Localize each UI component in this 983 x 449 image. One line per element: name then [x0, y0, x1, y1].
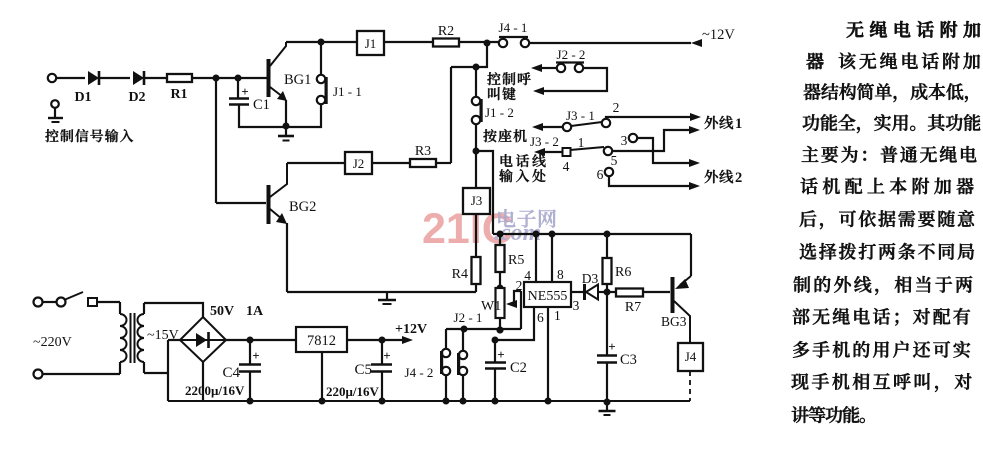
- svg-text:6: 6: [537, 310, 544, 325]
- svg-text:50V: 50V: [210, 304, 234, 319]
- svg-text:+12V: +12V: [395, 322, 427, 337]
- svg-text:1: 1: [735, 116, 742, 132]
- svg-text:3: 3: [573, 298, 580, 313]
- svg-text:7812: 7812: [307, 333, 336, 349]
- svg-text:2: 2: [735, 170, 742, 186]
- svg-text:J4 - 2: J4 - 2: [405, 365, 434, 380]
- svg-text:2: 2: [613, 100, 620, 115]
- svg-text:W1: W1: [481, 299, 501, 314]
- svg-text:J3 - 2: J3 - 2: [530, 134, 559, 149]
- svg-text:8: 8: [557, 267, 564, 282]
- svg-text:J3: J3: [471, 193, 483, 208]
- svg-text:~220V: ~220V: [33, 335, 72, 350]
- svg-text:1: 1: [554, 308, 561, 323]
- svg-text:1: 1: [578, 135, 585, 150]
- svg-text:+: +: [252, 348, 259, 363]
- svg-text:BG1: BG1: [284, 72, 311, 88]
- svg-text:C5: C5: [354, 362, 372, 378]
- svg-text:C2: C2: [510, 360, 527, 376]
- svg-text:R5: R5: [508, 253, 524, 268]
- svg-text:2200μ/16V: 2200μ/16V: [185, 383, 245, 398]
- svg-text:J2 - 1: J2 - 1: [454, 310, 483, 325]
- svg-text:D3: D3: [582, 271, 599, 286]
- svg-text:C3: C3: [620, 352, 637, 368]
- svg-text:D2: D2: [128, 90, 145, 105]
- svg-text:NE555: NE555: [528, 289, 568, 304]
- svg-text:BG3: BG3: [661, 314, 687, 329]
- svg-text:4: 4: [563, 159, 570, 174]
- svg-text:R3: R3: [415, 144, 431, 159]
- svg-text:+: +: [608, 339, 615, 354]
- svg-text:~12V: ~12V: [702, 27, 735, 43]
- svg-text:J4 - 1: J4 - 1: [499, 20, 528, 35]
- svg-text:+: +: [241, 84, 248, 99]
- svg-text:J1 - 2: J1 - 2: [485, 105, 514, 120]
- svg-text:J2 - 2: J2 - 2: [557, 47, 586, 62]
- svg-text:R6: R6: [615, 265, 631, 280]
- svg-text:220μ/16V: 220μ/16V: [326, 384, 379, 399]
- svg-text:2: 2: [516, 278, 523, 293]
- svg-text:R2: R2: [438, 24, 454, 39]
- svg-text:J1: J1: [365, 36, 377, 51]
- svg-text:R7: R7: [625, 300, 641, 315]
- svg-text:+: +: [383, 348, 390, 363]
- svg-text:3: 3: [621, 133, 628, 148]
- svg-text:J1 - 1: J1 - 1: [333, 84, 362, 99]
- svg-text:1A: 1A: [246, 304, 264, 319]
- svg-text:4: 4: [524, 268, 531, 283]
- svg-text:R1: R1: [170, 87, 187, 102]
- svg-text:5: 5: [611, 153, 618, 168]
- svg-text:6: 6: [597, 167, 604, 182]
- svg-text:BG2: BG2: [289, 199, 316, 215]
- svg-text:C1: C1: [253, 97, 270, 113]
- svg-text:C4: C4: [222, 365, 240, 381]
- svg-text:J4: J4: [685, 349, 697, 364]
- svg-text:J3 - 1: J3 - 1: [566, 108, 595, 123]
- svg-text:+: +: [497, 347, 504, 362]
- svg-text:J2: J2: [353, 156, 365, 171]
- svg-text:D1: D1: [74, 90, 91, 105]
- svg-text:R4: R4: [452, 267, 468, 282]
